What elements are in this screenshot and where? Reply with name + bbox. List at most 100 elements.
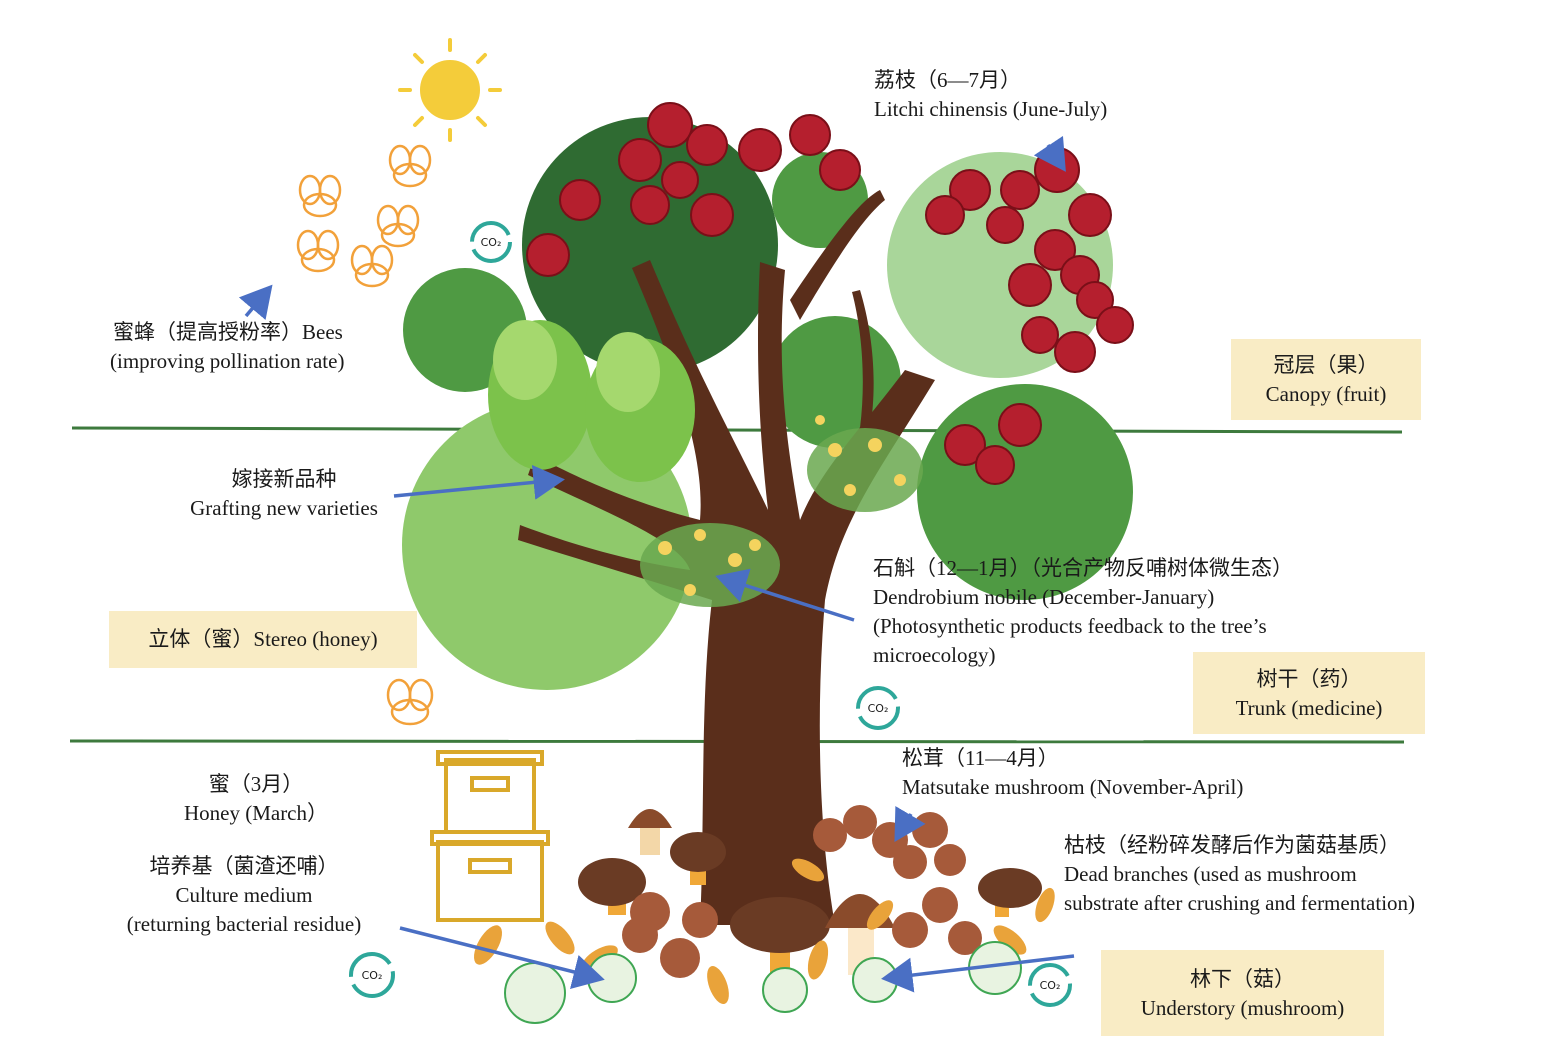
bees-label-zh: 蜜蜂（提高授粉率）Bees: [113, 320, 343, 344]
litchi-fruits: [526, 102, 1134, 485]
culture-medium-label: 培养基（菌渣还哺） Culture medium (returning bact…: [110, 852, 378, 939]
mushroom-icon: [670, 832, 726, 885]
litchi-fruit: [1021, 316, 1059, 354]
litchi-fruit: [618, 138, 662, 182]
litchi-fruit: [690, 193, 734, 237]
bee-icon: [376, 204, 420, 248]
litchi-fruit: [949, 169, 991, 211]
canopy-layer-en: Canopy (fruit): [1265, 382, 1387, 406]
shiitake-cap: [934, 844, 966, 876]
litchi-fruit: [526, 233, 570, 277]
arrow-matsutake: [894, 806, 926, 843]
arrow-bees: [238, 284, 273, 321]
litchi-fruit: [925, 195, 965, 235]
beehive-icon: [430, 750, 550, 922]
grafting-label: 嫁接新品种 Grafting new varieties: [178, 465, 390, 523]
orchid-flower: [694, 529, 706, 541]
co2-label: CO₂: [868, 702, 889, 715]
co2-cycle-icon: CO₂: [470, 221, 512, 263]
fallen-leaves: [474, 858, 1055, 1005]
shiitake-cap: [660, 938, 700, 978]
canopy-trunk-divider: [71, 426, 1403, 434]
dead-branches-label-en1: Dead branches (used as mushroom: [1064, 862, 1357, 886]
matsutake-label: 松茸（11—4月） Matsutake mushroom (November-A…: [902, 744, 1243, 802]
leaf: [807, 940, 829, 980]
pointer-arrows: [238, 135, 1075, 993]
litchi-fruit: [738, 128, 782, 172]
bees-label-en: (improving pollination rate): [110, 349, 345, 373]
hive-top-handle: [470, 776, 510, 792]
bee-icon: [350, 244, 394, 288]
shiitake-cap: [813, 818, 847, 852]
shiitake-cap: [682, 902, 718, 938]
litchi-fruit: [661, 161, 699, 199]
co2-icons: CO₂ CO₂ CO₂ CO₂: [349, 221, 1072, 1007]
grafting-label-en: Grafting new varieties: [190, 496, 378, 520]
co2-cycle-icon: CO₂: [856, 686, 900, 730]
matsutake-label-en: Matsutake mushroom (November-April): [902, 775, 1244, 799]
trunk-layer-zh: 树干（药）: [1256, 667, 1362, 691]
understory-layer-en: Understory (mushroom): [1140, 996, 1345, 1020]
honey-label-en: Honey (March）: [183, 801, 329, 825]
litchi-fruit: [975, 445, 1015, 485]
orchid-flower: [658, 541, 672, 555]
shiitake-cap: [948, 921, 982, 955]
mushroom-icon: [978, 868, 1042, 917]
shiitake-cap: [622, 917, 658, 953]
orchid-flower: [728, 553, 742, 567]
litchi-label: 荔枝（6—7月） Litchi chinensis (June-July): [874, 66, 1107, 124]
orchid-flower: [828, 443, 842, 457]
arrow-culture: [399, 926, 605, 989]
leaf: [993, 925, 1027, 955]
shiitake-cap: [892, 912, 928, 948]
litchi-fruit: [630, 185, 670, 225]
shiitake-cap: [922, 887, 958, 923]
arrow-grafting: [393, 464, 565, 500]
co2-label: CO₂: [362, 969, 383, 982]
bee-icon: [298, 174, 342, 218]
orchid-flower: [749, 539, 761, 551]
dead-branches-label-en2: substrate after crushing and fermentatio…: [1064, 891, 1416, 915]
litchi-fruit: [1034, 147, 1080, 193]
dendrobium-label: 石斛（12—1月）（光合产物反哺树体微生态） Dendrobium nobile…: [873, 554, 1293, 670]
dead-branches-label-zh: 枯枝（经粉碎发酵后作为菌菇基质）: [1064, 833, 1400, 857]
matsutake-label-zh: 松茸（11—4月）: [902, 746, 1059, 770]
shiitake-cap: [893, 845, 927, 879]
leaf: [791, 858, 825, 882]
litchi-fruit: [944, 424, 986, 466]
litchi-fruit: [1096, 306, 1134, 344]
orchid-foliage-left: [640, 523, 780, 607]
arrow-dendrobium: [715, 568, 855, 622]
orchid-flower: [894, 474, 906, 486]
litchi-fruit: [789, 114, 831, 156]
shiitake-cap: [912, 812, 948, 848]
orchid-flower: [684, 584, 696, 596]
arrow-dead-branches: [881, 954, 1075, 993]
bee-icon: [296, 229, 340, 273]
dendrobium-cluster: [640, 415, 923, 607]
hive-bottom-lid: [430, 830, 550, 846]
co2-cycle-icon: CO₂: [349, 952, 395, 998]
co2-cycle-icon: CO₂: [1028, 963, 1072, 1007]
litchi-label-zh: 荔枝（6—7月）: [874, 68, 1021, 92]
litchi-fruit: [819, 149, 861, 191]
bees: [296, 144, 434, 726]
trunk-layer-en: Trunk (medicine): [1235, 696, 1383, 720]
litchi-fruit: [686, 124, 728, 166]
culture-label-en1: Culture medium: [175, 883, 313, 907]
dendrobium-label-en2: (Photosynthetic products feedback to the…: [873, 614, 1267, 638]
co2-label: CO₂: [1040, 979, 1061, 992]
litchi-fruit: [1008, 263, 1052, 307]
litchi-fruit: [998, 403, 1042, 447]
grafting-label-zh: 嫁接新品种: [231, 467, 337, 491]
trunk-layer-box: 树干（药） Trunk (medicine): [1193, 652, 1425, 734]
bee-icon: [386, 678, 434, 726]
tree-branch-thin: [852, 290, 874, 430]
dendrobium-label-en3: microecology): [873, 643, 996, 667]
leaf: [866, 900, 894, 930]
graft-cluster-left-hi: [493, 320, 557, 400]
honey-label: 蜜（3月） Honey (March）: [170, 770, 342, 828]
hive-bottom-handle: [468, 858, 512, 874]
leaf: [1035, 887, 1055, 923]
mushroom-icon: [730, 897, 830, 975]
